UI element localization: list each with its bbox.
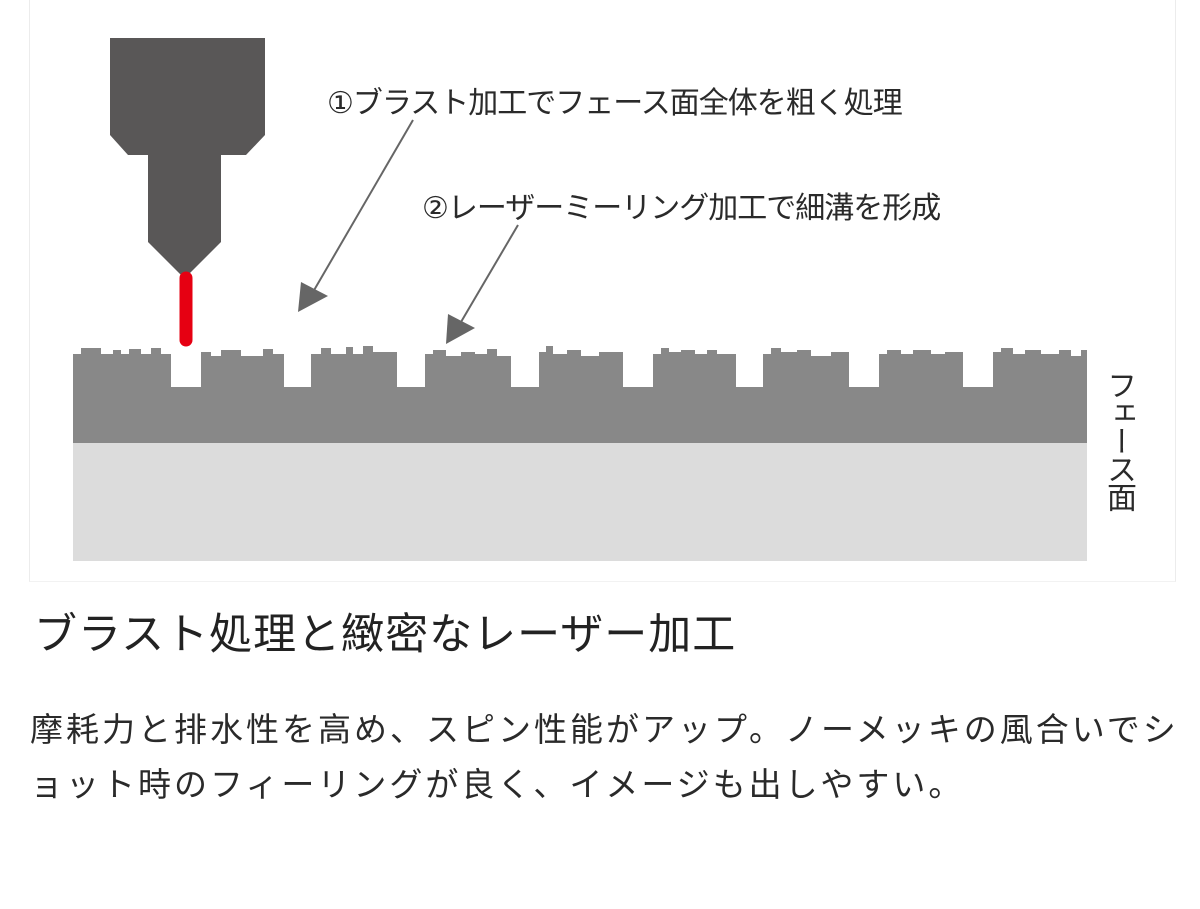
face-base-layer — [73, 443, 1087, 561]
laser-head-icon — [110, 38, 265, 276]
face-surface-layer — [73, 346, 1087, 443]
arrow-step1-icon — [298, 119, 414, 312]
section-title: ブラスト処理と緻密なレーザー加工 — [34, 610, 737, 660]
arrow-step2-icon — [446, 224, 519, 344]
process-diagram — [29, 0, 1176, 582]
face-surface-label: フェース面 — [1101, 370, 1136, 510]
step2-label: ②レーザーミーリング加工で細溝を形成 — [422, 191, 941, 226]
diagram-graphic — [73, 38, 1087, 561]
section-description: 摩耗力と排水性を高め、スピン性能がアップ。ノーメッキの風合いでショット時のフィー… — [30, 710, 1179, 804]
step1-label: ①ブラスト加工でフェース面全体を粗く処理 — [327, 86, 903, 121]
